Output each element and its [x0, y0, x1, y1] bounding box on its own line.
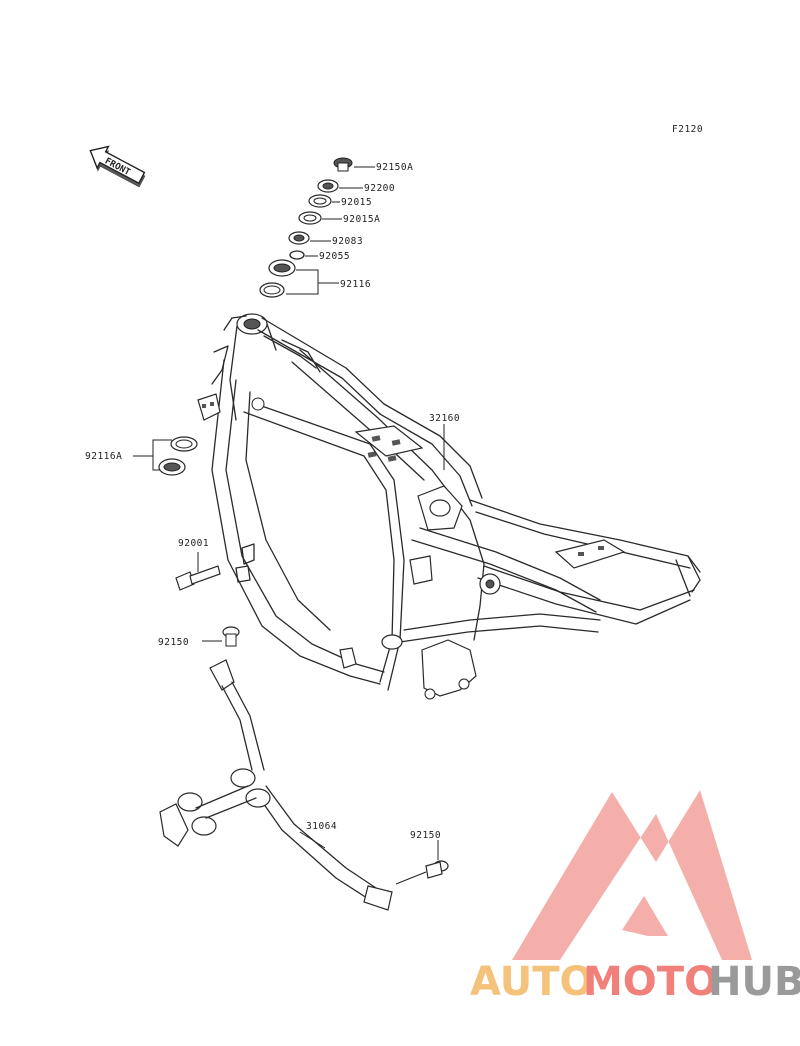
callout-92015A: 92015A — [343, 214, 380, 225]
callout-92015: 92015 — [341, 197, 372, 208]
front-arrow-icon: FRONT — [89, 145, 146, 188]
callout-92150A: 92150A — [376, 162, 413, 173]
callout-92150-mid: 92150 — [158, 637, 189, 648]
bolt-92150-rear — [395, 840, 449, 885]
bolt-92150-mid — [202, 626, 240, 647]
watermark-moto: MOTO — [583, 959, 718, 1005]
callout-31064: 31064 — [306, 821, 337, 832]
figure-code: F2120 — [672, 124, 703, 135]
callout-92083: 92083 — [332, 236, 363, 247]
callout-92055: 92055 — [319, 251, 350, 262]
bolt-92001 — [175, 552, 221, 591]
down-tube-31064 — [159, 659, 393, 911]
steering-stem-stack — [259, 157, 375, 298]
automotohub-logo — [512, 790, 752, 960]
callout-92200: 92200 — [364, 183, 395, 194]
lower-bearing-parts — [133, 436, 198, 476]
main-frame-32160 — [197, 313, 701, 700]
watermark-hub: HUB — [708, 959, 800, 1005]
callout-92001: 92001 — [178, 538, 209, 549]
watermark-auto: AUTO — [470, 959, 594, 1005]
callout-92116: 92116 — [340, 279, 371, 290]
callout-32160: 32160 — [429, 413, 460, 424]
automotohub-wordmark: AUTO MOTO HUB — [470, 959, 800, 1005]
callout-92150-rear: 92150 — [410, 830, 441, 841]
callout-92116A: 92116A — [85, 451, 122, 462]
